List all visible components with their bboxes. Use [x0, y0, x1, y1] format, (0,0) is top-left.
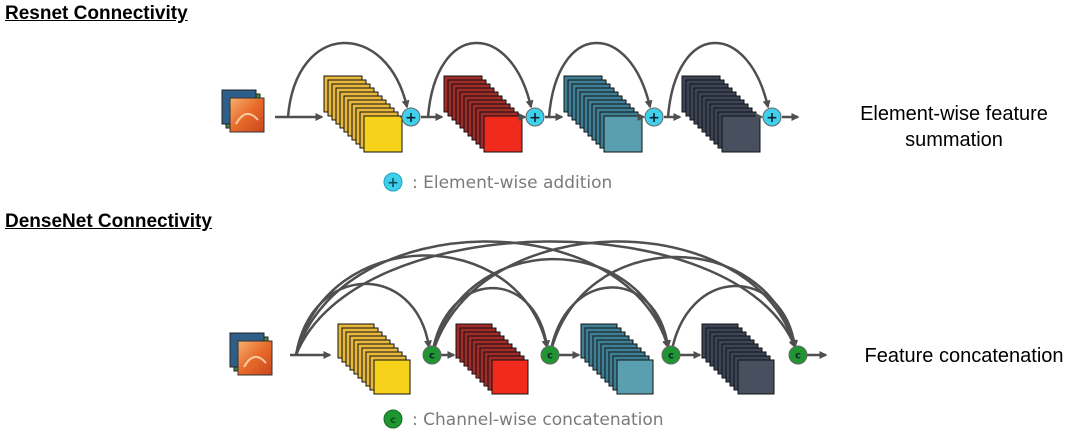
resnet-heading: Resnet Connectivity: [5, 3, 188, 24]
channel-concat-node-circle: [422, 345, 442, 365]
feature-map-front: [491, 359, 529, 395]
element-wise-add-node-glyph: +: [648, 110, 660, 126]
kitten-photo-icon: [229, 97, 265, 133]
element-wise-add-node: +: [401, 107, 421, 127]
input-image-stack-icon: [221, 89, 265, 133]
channel-concat-node: c: [788, 345, 808, 365]
feature-block-1: [323, 75, 403, 153]
element-wise-add-node-circle: [762, 107, 782, 127]
channel-concat-node-circle: [788, 345, 808, 365]
element-wise-add-node: +: [762, 107, 782, 127]
element-wise-add-node-circle: [401, 107, 421, 127]
residual-skip-arc: [547, 41, 653, 118]
channel-concat-node-circle: [540, 345, 560, 365]
element-wise-add-node-glyph: +: [529, 110, 541, 126]
add-node-legend-symbol: +: [387, 175, 399, 191]
residual-skip-arc: [286, 41, 410, 118]
channel-concat-node-glyph: c: [668, 351, 674, 362]
channel-concat-node: c: [422, 345, 442, 365]
feature-map-front: [737, 359, 775, 395]
channel-concat-node-glyph: c: [429, 351, 435, 362]
input-image-stack-icon: [229, 332, 273, 376]
dense-skip-arc: [294, 240, 670, 356]
element-wise-add-node-glyph: +: [766, 110, 778, 126]
element-wise-add-node: +: [525, 107, 545, 127]
concat-node-legend-icon: [383, 409, 403, 429]
feature-block-3: [563, 75, 643, 153]
feature-block-4: [681, 75, 761, 153]
kitten-photo-detail: [243, 356, 267, 368]
feature-map-front: [721, 115, 761, 153]
dense-skip-arc: [669, 284, 798, 356]
feature-block-3: [580, 323, 654, 395]
element-wise-add-node: +: [644, 107, 664, 127]
kitten-photo-detail: [235, 113, 259, 125]
feature-block-1: [337, 323, 411, 395]
resnet-description: Element-wise feature summation: [836, 101, 1072, 153]
channel-concat-node-circle: [661, 345, 681, 365]
kitten-photo-icon: [237, 340, 273, 376]
element-wise-add-node-circle: [525, 107, 545, 127]
channel-concat-node-glyph: c: [795, 351, 801, 362]
residual-skip-arc: [426, 41, 534, 118]
element-wise-add-node-glyph: +: [405, 110, 417, 126]
feature-block-2: [443, 75, 523, 153]
feature-map-front: [373, 359, 411, 395]
feature-block-2: [455, 323, 529, 395]
channel-concat-node: c: [540, 345, 560, 365]
concat-node-legend-symbol: c: [390, 415, 396, 426]
feature-block-4: [701, 323, 775, 395]
feature-map-front: [483, 115, 523, 153]
densenet-heading: DenseNet Connectivity: [5, 211, 212, 232]
resnet-description-line-1: Element-wise feature: [860, 103, 1048, 125]
add-node-legend-icon: [383, 172, 403, 192]
resnet-legend-text: : Element-wise addition: [412, 173, 612, 193]
feature-map-front: [363, 115, 403, 153]
densenet-description: Feature concatenation: [864, 345, 1064, 367]
resnet-description-line-2: summation: [905, 129, 1003, 151]
feature-map-front: [603, 115, 643, 153]
densenet-legend: c : Channel-wise concatenation: [383, 409, 664, 430]
feature-map-front: [616, 359, 654, 395]
channel-concat-node-glyph: c: [547, 351, 553, 362]
element-wise-add-node-circle: [644, 107, 664, 127]
densenet-legend-text: : Channel-wise concatenation: [412, 410, 664, 430]
residual-skip-arc: [666, 41, 771, 118]
channel-concat-node: c: [661, 345, 681, 365]
dense-skip-arc: [294, 240, 797, 356]
resnet-legend: + : Element-wise addition: [383, 172, 612, 193]
resnet-diagram: + + + +: [221, 41, 800, 153]
